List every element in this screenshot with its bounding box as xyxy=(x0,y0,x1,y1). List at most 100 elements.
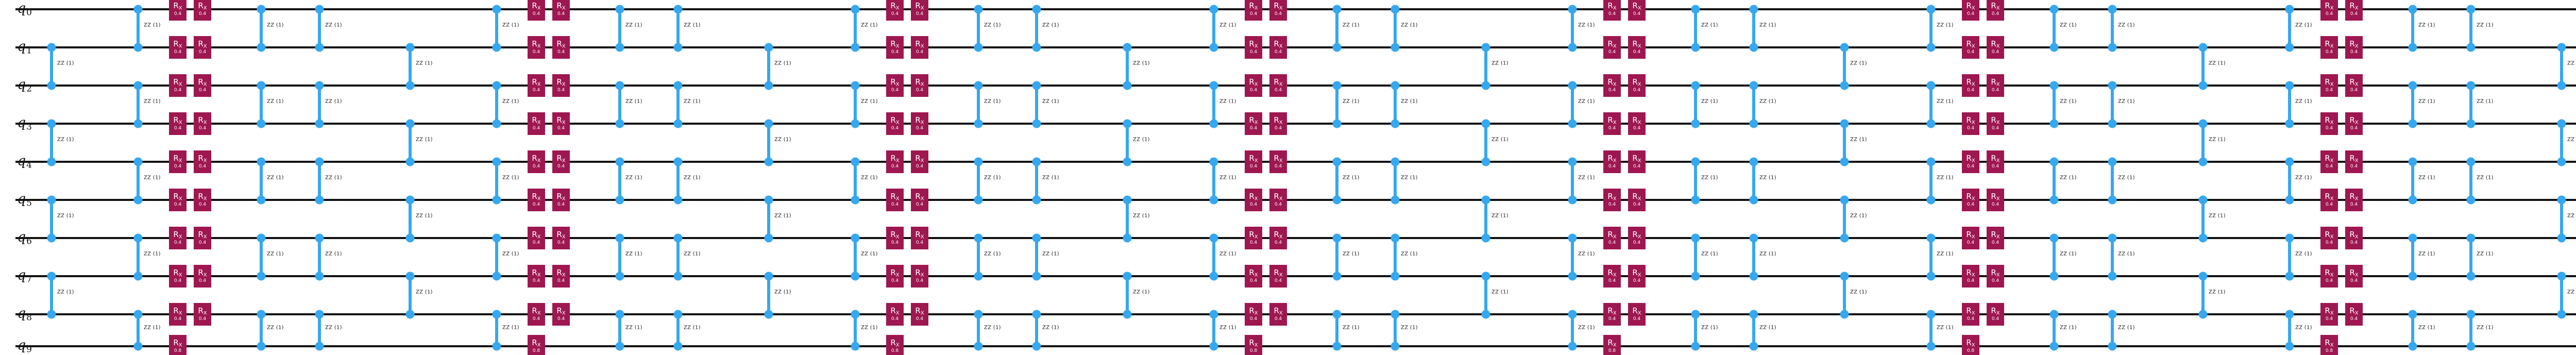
zz-gate-node[interactable] xyxy=(492,81,501,90)
zz-gate-node[interactable] xyxy=(1840,310,1849,319)
zz-gate-node[interactable] xyxy=(133,195,143,205)
zz-gate-node[interactable] xyxy=(492,157,501,166)
zz-gate-node[interactable] xyxy=(1332,310,1342,319)
zz-gate-node[interactable] xyxy=(1391,157,1400,166)
zz-gate-node[interactable] xyxy=(974,342,983,351)
zz-gate-node[interactable] xyxy=(1691,119,1700,128)
zz-gate-link[interactable] xyxy=(767,47,770,86)
zz-gate-node[interactable] xyxy=(2108,342,2117,351)
zz-gate-node[interactable] xyxy=(1691,342,1700,351)
zz-gate-node[interactable] xyxy=(257,195,266,205)
zz-gate-node[interactable] xyxy=(1691,233,1700,243)
zz-gate-link[interactable] xyxy=(495,9,498,47)
zz-gate-node[interactable] xyxy=(1332,233,1342,243)
zz-gate-link[interactable] xyxy=(1335,238,1338,276)
zz-gate-node[interactable] xyxy=(2285,157,2294,166)
zz-gate-node[interactable] xyxy=(1123,43,1132,52)
zz-gate-node[interactable] xyxy=(257,119,266,128)
zz-gate-node[interactable] xyxy=(1691,310,1700,319)
zz-gate-node[interactable] xyxy=(974,43,983,52)
zz-gate-node[interactable] xyxy=(1568,43,1577,52)
zz-gate-node[interactable] xyxy=(2285,342,2294,351)
zz-gate-node[interactable] xyxy=(1926,157,1936,166)
zz-gate-link[interactable] xyxy=(2053,9,2056,47)
zz-gate-link[interactable] xyxy=(977,162,980,200)
zz-gate-link[interactable] xyxy=(977,9,980,47)
zz-gate-node[interactable] xyxy=(47,157,56,166)
zz-gate-node[interactable] xyxy=(764,310,773,319)
zz-gate-link[interactable] xyxy=(1126,200,1129,238)
zz-gate-node[interactable] xyxy=(1749,310,1758,319)
zz-gate-link[interactable] xyxy=(676,238,680,276)
zz-gate-link[interactable] xyxy=(1212,238,1215,276)
zz-gate-link[interactable] xyxy=(676,162,680,200)
zz-gate-node[interactable] xyxy=(2408,157,2417,166)
zz-gate-link[interactable] xyxy=(2201,124,2205,162)
zz-gate-node[interactable] xyxy=(2408,272,2417,281)
zz-gate-node[interactable] xyxy=(764,81,773,90)
zz-gate-node[interactable] xyxy=(1481,81,1490,90)
zz-gate-node[interactable] xyxy=(257,43,266,52)
zz-gate-link[interactable] xyxy=(2560,124,2563,162)
zz-gate-link[interactable] xyxy=(618,314,621,346)
zz-gate-link[interactable] xyxy=(2201,200,2205,238)
zz-gate-link[interactable] xyxy=(1694,314,1697,346)
zz-gate-node[interactable] xyxy=(315,342,324,351)
zz-gate-link[interactable] xyxy=(977,238,980,276)
zz-gate-node[interactable] xyxy=(1691,272,1700,281)
zz-gate-node[interactable] xyxy=(673,195,683,205)
zz-gate-link[interactable] xyxy=(2288,162,2291,200)
zz-gate-node[interactable] xyxy=(2466,43,2476,52)
zz-gate-link[interactable] xyxy=(260,314,263,346)
zz-gate-node[interactable] xyxy=(1123,157,1132,166)
zz-gate-link[interactable] xyxy=(618,86,621,124)
zz-gate-node[interactable] xyxy=(1926,310,1936,319)
zz-gate-node[interactable] xyxy=(2049,272,2059,281)
zz-gate-node[interactable] xyxy=(615,5,624,14)
zz-gate-node[interactable] xyxy=(2108,272,2117,281)
zz-gate-link[interactable] xyxy=(137,86,140,124)
zz-gate-link[interactable] xyxy=(1394,86,1397,124)
zz-gate-node[interactable] xyxy=(257,81,266,90)
zz-gate-node[interactable] xyxy=(974,195,983,205)
zz-gate-node[interactable] xyxy=(974,81,983,90)
zz-gate-link[interactable] xyxy=(2111,162,2114,200)
zz-gate-node[interactable] xyxy=(1209,195,1218,205)
zz-gate-node[interactable] xyxy=(133,342,143,351)
zz-gate-node[interactable] xyxy=(2408,43,2417,52)
zz-gate-node[interactable] xyxy=(405,119,415,128)
zz-gate-link[interactable] xyxy=(409,124,412,162)
zz-gate-link[interactable] xyxy=(2560,47,2563,86)
zz-gate-node[interactable] xyxy=(1332,81,1342,90)
zz-gate-link[interactable] xyxy=(1212,9,1215,47)
zz-gate-link[interactable] xyxy=(2411,162,2414,200)
zz-gate-node[interactable] xyxy=(1032,195,1041,205)
zz-gate-node[interactable] xyxy=(2198,157,2208,166)
zz-gate-node[interactable] xyxy=(1691,43,1700,52)
zz-gate-node[interactable] xyxy=(1568,157,1577,166)
zz-gate-link[interactable] xyxy=(2411,86,2414,124)
zz-gate-node[interactable] xyxy=(1481,43,1490,52)
zz-gate-link[interactable] xyxy=(318,162,321,200)
zz-gate-node[interactable] xyxy=(315,157,324,166)
